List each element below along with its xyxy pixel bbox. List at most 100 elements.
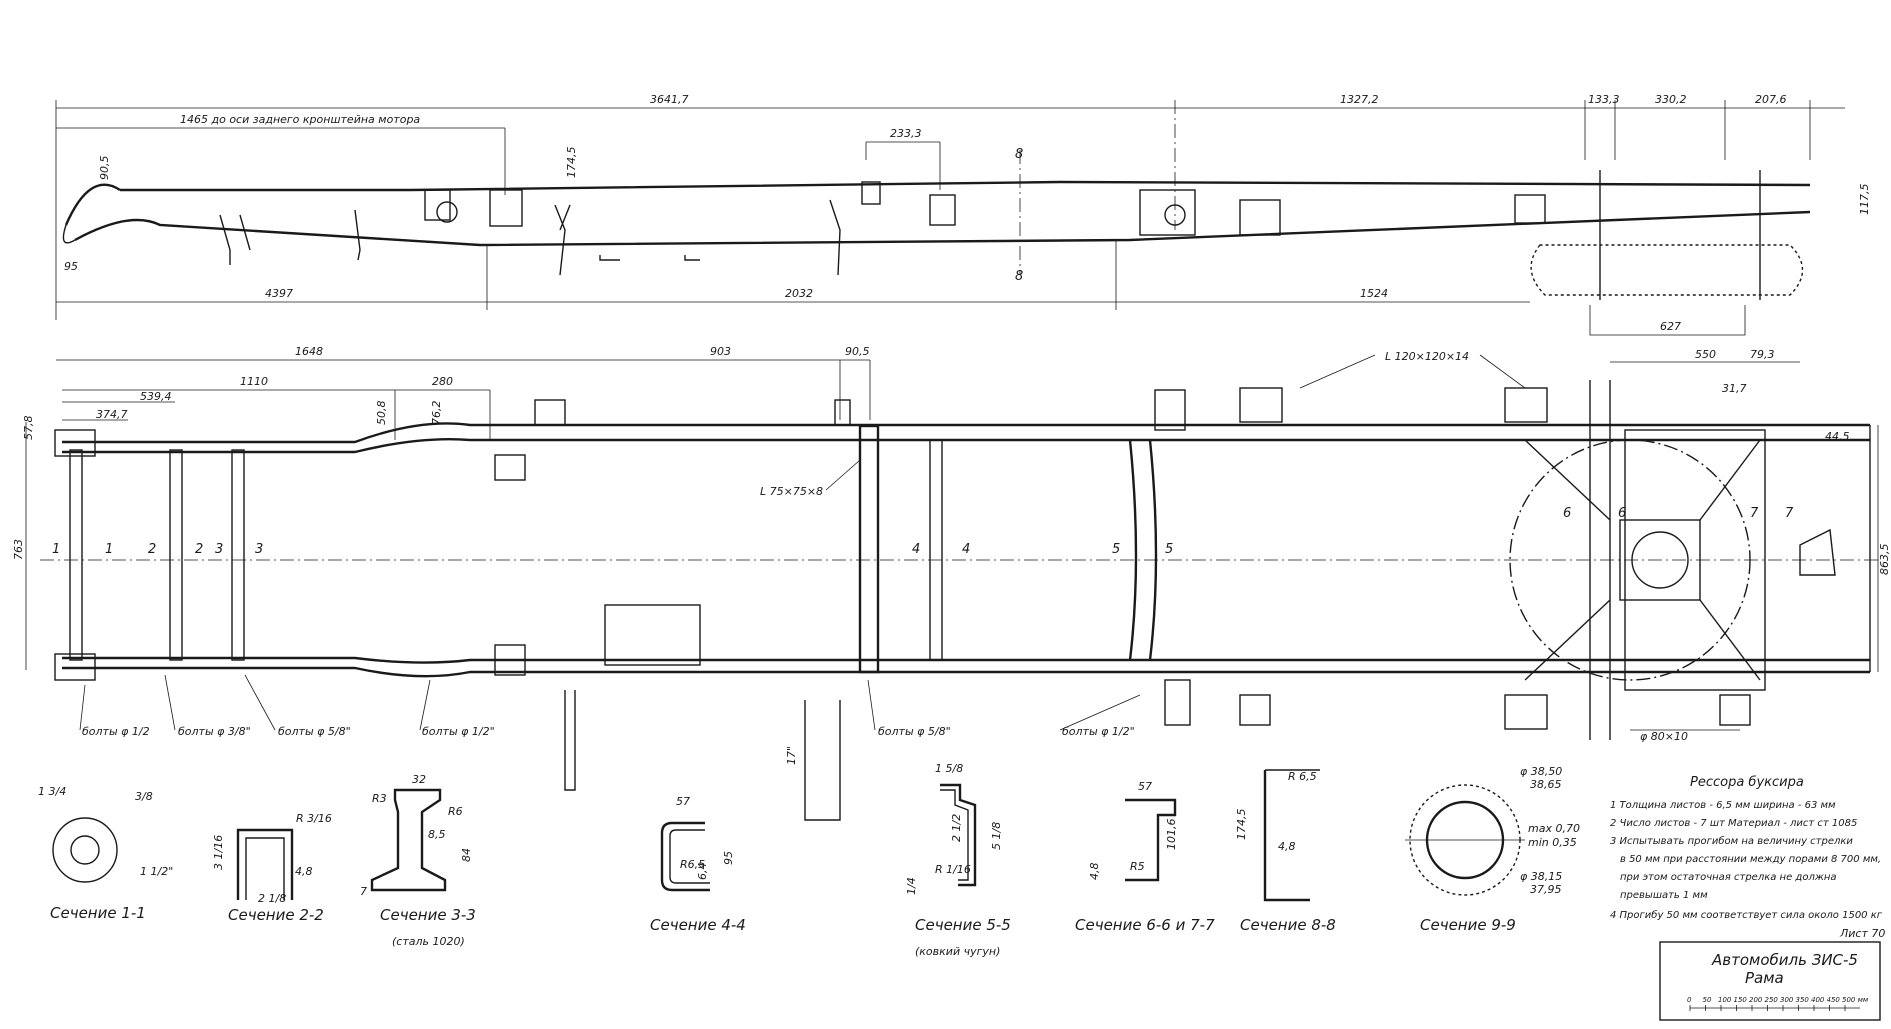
dim-rear-1: 1327,2 — [1340, 93, 1379, 106]
scale-label: 300 — [1780, 996, 1794, 1004]
scale-label: 500 мм — [1842, 996, 1869, 1004]
sec-mark-2b: 2 — [195, 542, 203, 557]
svg-text:8,5: 8,5 — [428, 828, 446, 841]
subcaption-section-5-5: (ковкий чугун) — [915, 945, 1000, 958]
svg-text:84: 84 — [460, 848, 473, 862]
callout-bolts-6: болты φ 1/2" — [1062, 725, 1135, 738]
svg-text:R 1/16: R 1/16 — [935, 863, 971, 876]
callout-bolts-2: болты φ 3/8" — [178, 725, 251, 738]
caption-section-1-1: Сечение 1-1 — [50, 904, 146, 922]
caption-section-2-2: Сечение 2-2 — [228, 906, 324, 924]
section-mark-8-bottom: 8 — [1015, 269, 1023, 284]
side-view: 3641,7 1327,2 133,3 330,2 207,6 1465 до … — [55, 93, 1871, 336]
svg-text:min 0,35: min 0,35 — [1528, 836, 1577, 849]
dim-174-5-side: 174,5 — [565, 147, 578, 179]
sec-mark-7b: 7 — [1785, 506, 1794, 521]
dim-50-8: 50,8 — [375, 401, 388, 426]
note-line-6: превышать 1 мм — [1620, 890, 1708, 901]
dim-763: 763 — [12, 539, 25, 560]
dim-4397: 4397 — [265, 287, 293, 300]
sec-mark-5b: 5 — [1165, 542, 1173, 557]
dim-90-5-side: 90,5 — [98, 156, 111, 181]
svg-text:2 1/2: 2 1/2 — [950, 814, 963, 842]
label-angle-120: L 120×120×14 — [1385, 350, 1469, 363]
dim-79-3: 79,3 — [1750, 348, 1775, 361]
note-line-5: при этом остаточная стрелка не должна — [1620, 872, 1837, 883]
scale-label: 0 — [1687, 996, 1692, 1004]
svg-text:φ 38,50: φ 38,50 — [1520, 765, 1562, 778]
plan-view: 1648 903 90,5 1110 539,4 374,7 280 50,8 … — [12, 345, 1891, 821]
section-9-9: φ 38,50 38,65 max 0,70 min 0,35 φ 38,15 … — [1405, 765, 1580, 934]
caption-section-8-8: Сечение 8-8 — [1240, 916, 1336, 934]
caption-section-9-9: Сечение 9-9 — [1420, 916, 1516, 934]
sec-mark-3b: 3 — [255, 542, 263, 557]
svg-text:1 5/8: 1 5/8 — [935, 762, 963, 775]
section-2-2: 3 1/16 R 3/16 2 1/8 4,8 Сечение 2-2 — [212, 812, 332, 924]
svg-text:R3: R3 — [372, 792, 387, 805]
dim-233-3: 233,3 — [890, 127, 922, 140]
svg-text:1/4: 1/4 — [905, 877, 918, 895]
dim-95: 95 — [64, 260, 78, 273]
dim-374-7: 374,7 — [96, 408, 128, 421]
sec-mark-1b: 1 — [105, 542, 113, 557]
sec-mark-2a: 2 — [148, 542, 156, 557]
cross-sections: 1 3/4 3/8 1 1/2" Сечение 1-1 3 1/16 R 3/… — [38, 762, 1580, 958]
scale-label: 250 — [1765, 996, 1779, 1004]
dim-539-4: 539,4 — [140, 390, 172, 403]
section-8-8: R 6,5 174,5 4,8 Сечение 8-8 — [1235, 769, 1336, 934]
dim-550: 550 — [1695, 348, 1716, 361]
note-pin: φ 80×10 — [1640, 730, 1688, 743]
svg-text:max 0,70: max 0,70 — [1528, 822, 1580, 835]
notes-title: Рессора буксира — [1690, 775, 1804, 790]
dim-90-5-plan: 90,5 — [845, 345, 870, 358]
svg-text:57: 57 — [676, 795, 690, 808]
svg-text:4,8: 4,8 — [1278, 840, 1296, 853]
scale-label: 450 — [1827, 996, 1841, 1004]
sec-mark-4b: 4 — [962, 542, 970, 557]
svg-text:3/8: 3/8 — [135, 790, 153, 803]
section-4-4: 57 R6,5 6,4 95 Сечение 4-4 — [650, 795, 746, 934]
dim-overall-front: 3641,7 — [650, 93, 689, 106]
sheet-number: Лист 70 — [1839, 927, 1885, 940]
dim-76-2: 76,2 — [430, 401, 443, 426]
callout-bolts-5: болты φ 5/8" — [878, 725, 951, 738]
section-1-1: 1 3/4 3/8 1 1/2" Сечение 1-1 — [38, 785, 173, 922]
svg-text:4,8: 4,8 — [295, 865, 313, 878]
title-line-1: Автомобиль ЗИС-5 — [1711, 951, 1858, 969]
caption-section-4-4: Сечение 4-4 — [650, 916, 746, 934]
dim-280: 280 — [432, 375, 453, 388]
section-6-6-7-7: 57 R5 101,6 4,8 Сечение 6-6 и 7-7 — [1075, 780, 1215, 934]
svg-text:38,65: 38,65 — [1530, 778, 1562, 791]
dim-rear-3: 330,2 — [1655, 93, 1687, 106]
scale-label: 400 — [1811, 996, 1825, 1004]
dim-1524: 1524 — [1360, 287, 1388, 300]
svg-text:7: 7 — [360, 885, 367, 898]
svg-text:5 1/8: 5 1/8 — [990, 822, 1003, 850]
svg-text:R6: R6 — [448, 805, 463, 818]
svg-text:1 3/4: 1 3/4 — [38, 785, 66, 798]
label-angle-75: L 75×75×8 — [760, 485, 823, 498]
svg-text:1 1/2": 1 1/2" — [140, 865, 173, 878]
sec-mark-6a: 6 — [1563, 506, 1571, 521]
svg-text:101,6: 101,6 — [1165, 819, 1178, 851]
dim-863-5: 863,5 — [1878, 544, 1891, 576]
dim-57-8: 57,8 — [22, 416, 35, 441]
svg-text:6,4: 6,4 — [696, 863, 709, 881]
sec-mark-7a: 7 — [1750, 506, 1759, 521]
dim-117-5: 117,5 — [1858, 184, 1871, 216]
svg-text:φ 38,15: φ 38,15 — [1520, 870, 1562, 883]
dim-17-inch: 17" — [785, 746, 798, 765]
scale-label: 100 — [1718, 996, 1732, 1004]
callout-bolts-1: болты φ 1/2 — [82, 725, 150, 738]
svg-text:R5: R5 — [1130, 860, 1145, 873]
caption-section-6-6-7-7: Сечение 6-6 и 7-7 — [1075, 916, 1215, 934]
sec-mark-6b: 6 — [1618, 506, 1626, 521]
dim-rear-2: 133,3 — [1588, 93, 1620, 106]
note-line-1: 1 Толщина листов - 6,5 мм ширина - 63 мм — [1610, 800, 1836, 811]
dim-rear-4: 207,6 — [1755, 93, 1787, 106]
note-line-2: 2 Число листов - 7 шт Материал - лист ст… — [1610, 818, 1857, 829]
callout-bolts-3: болты φ 5/8" — [278, 725, 351, 738]
title-line-2: Рама — [1745, 969, 1784, 987]
scale-label: 150 — [1734, 996, 1748, 1004]
